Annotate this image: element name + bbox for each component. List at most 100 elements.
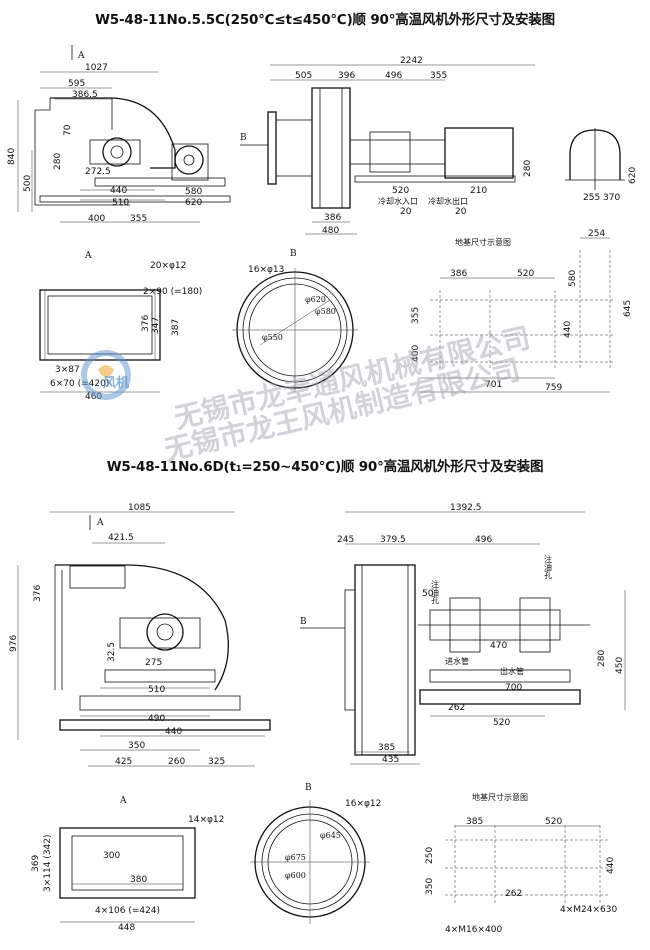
view-label-b: B [305, 783, 312, 793]
dim-label: 16×φ13 [248, 265, 284, 275]
top-side-view: 1027 595 386.5 70 280 272.5 840 500 440 … [7, 45, 231, 224]
dim-label: 1027 [85, 63, 108, 73]
dim-label: 275 [145, 658, 162, 668]
dim-label: 645 [623, 300, 633, 317]
dim-label: 386 [324, 213, 341, 223]
dim-label: 510 [148, 685, 165, 695]
drawing-title-bottom: W5-48-11No.6D(t₁=250~450℃)顺 90°高温风机外形尺寸及… [106, 459, 544, 475]
dim-label: 70 [63, 124, 73, 136]
dim-label: 490 [148, 714, 165, 724]
dim-label: 355 [130, 214, 147, 224]
bottom-view-b: B 16×φ12 φ645 φ675 φ600 [250, 783, 381, 924]
dim-label: 380 [130, 875, 147, 885]
view-arrow-a: A [96, 518, 104, 528]
dim-label: 347 [151, 317, 161, 334]
dim-label: 3×114 (342) [43, 834, 53, 892]
dim-label: 448 [118, 923, 135, 933]
dim-label: 425 [115, 757, 132, 767]
note-cooling-outlet: 冷却水出口 [428, 196, 468, 206]
dim-label: φ600 [285, 871, 306, 880]
dim-label: 440 [563, 321, 573, 338]
dim-label: 510 [112, 198, 129, 208]
dim-label: 840 [7, 148, 17, 165]
dim-label: φ645 [320, 831, 341, 840]
dim-label: 210 [470, 186, 487, 196]
dim-label: 280 [53, 153, 63, 170]
dim-label: 421.5 [108, 533, 134, 543]
dim-label: 245 [337, 535, 354, 545]
dim-label: 379.5 [380, 535, 406, 545]
top-view-b: B 16×φ13 φ620 φ580 φ550 [232, 249, 358, 392]
dim-label: 370 [603, 193, 620, 203]
dim-label: 280 [523, 160, 533, 177]
dim-label: 20×φ12 [150, 261, 186, 271]
dim-label: 460 [85, 392, 102, 402]
dim-label: 386 [450, 269, 467, 279]
dim-label: 16×φ12 [345, 799, 381, 809]
view-arrow-b: B [240, 133, 247, 143]
dim-label: 1392.5 [450, 503, 482, 513]
watermark-logo-text: 风机 [103, 376, 130, 391]
dim-label: 595 [68, 79, 85, 89]
dim-label: 435 [382, 755, 399, 765]
dim-label: 300 [103, 851, 120, 861]
dim-label: 505 [295, 71, 312, 81]
dim-label: 385 [466, 817, 483, 827]
dim-label: 700 [505, 683, 522, 693]
dim-label: 520 [493, 718, 510, 728]
dim-label: φ620 [305, 295, 326, 304]
top-view-a: A 20×φ12 2×90 (=180) 376 347 387 3×87 6×… [39, 251, 202, 402]
dim-label: 280 [597, 650, 607, 667]
dim-label: 262 [505, 889, 522, 899]
dim-label: φ675 [285, 853, 306, 862]
top-end-view: 620 255 370 [565, 128, 638, 203]
dim-label: 520 [545, 817, 562, 827]
dim-label: 400 [411, 345, 421, 362]
dim-label: 254 [588, 229, 605, 239]
bottom-side-view: 1085 A 421.5 376 976 32.5 275 510 490 44… [9, 503, 271, 767]
dim-label: 355 [430, 71, 447, 81]
dim-label: 50 [422, 589, 434, 599]
bottom-front-view: 1392.5 245 379.5 496 B 注油孔 注油孔 50 470 进水… [300, 503, 626, 765]
view-arrow-a: A [77, 51, 85, 61]
dim-label: 759 [545, 383, 562, 393]
foundation-title: 地基尺寸示意图 [455, 237, 511, 247]
dim-label: 20 [455, 207, 467, 217]
dim-label: 376 [141, 315, 151, 332]
dim-label: 480 [322, 226, 339, 236]
dim-label: 976 [9, 635, 19, 652]
note-water-inlet: 进水管 [445, 656, 469, 666]
dim-label: 255 [583, 193, 600, 203]
dim-label: 580 [185, 187, 202, 197]
dim-label: 500 [23, 175, 33, 192]
bottom-foundation-plan: 地基尺寸示意图 385 520 250 350 440 262 4×M16×40… [425, 792, 617, 935]
dim-label: 272.5 [85, 167, 111, 177]
watermark-logo-icon [78, 340, 148, 410]
dim-label: 325 [208, 757, 225, 767]
note-water-outlet: 出水管 [500, 666, 524, 676]
dim-label: 470 [490, 641, 507, 651]
dim-label: 440 [606, 857, 616, 874]
dim-label: 32.5 [107, 642, 117, 662]
dim-label: 369 [31, 855, 41, 872]
dim-label: 250 [425, 847, 435, 864]
dim-label: 386.5 [72, 90, 98, 100]
dim-label: 1085 [128, 503, 151, 513]
dim-label: 4×106 (=424) [95, 906, 160, 916]
dim-label: 520 [392, 186, 409, 196]
dim-label: 396 [338, 71, 355, 81]
dim-label: 20 [400, 207, 412, 217]
dim-label: 350 [425, 878, 435, 895]
foundation-title: 地基尺寸示意图 [472, 792, 528, 802]
dim-label: 496 [385, 71, 402, 81]
dim-label: 3×87 [55, 365, 80, 375]
dim-label: 14×φ12 [188, 815, 224, 825]
view-label-b: B [290, 249, 297, 259]
top-foundation-plan: 地基尺寸示意图 254 386 520 580 645 355 440 400 … [411, 229, 633, 393]
dim-label: φ550 [262, 333, 283, 342]
dim-label: 580 [568, 270, 578, 287]
drawing-title-top: W5-48-11No.5.5C(250℃≤t≤450℃)顺 90°高温风机外形尺… [95, 12, 555, 28]
dim-label: 350 [128, 741, 145, 751]
dim-label: 701 [485, 380, 502, 390]
dim-label: 387 [171, 319, 181, 336]
